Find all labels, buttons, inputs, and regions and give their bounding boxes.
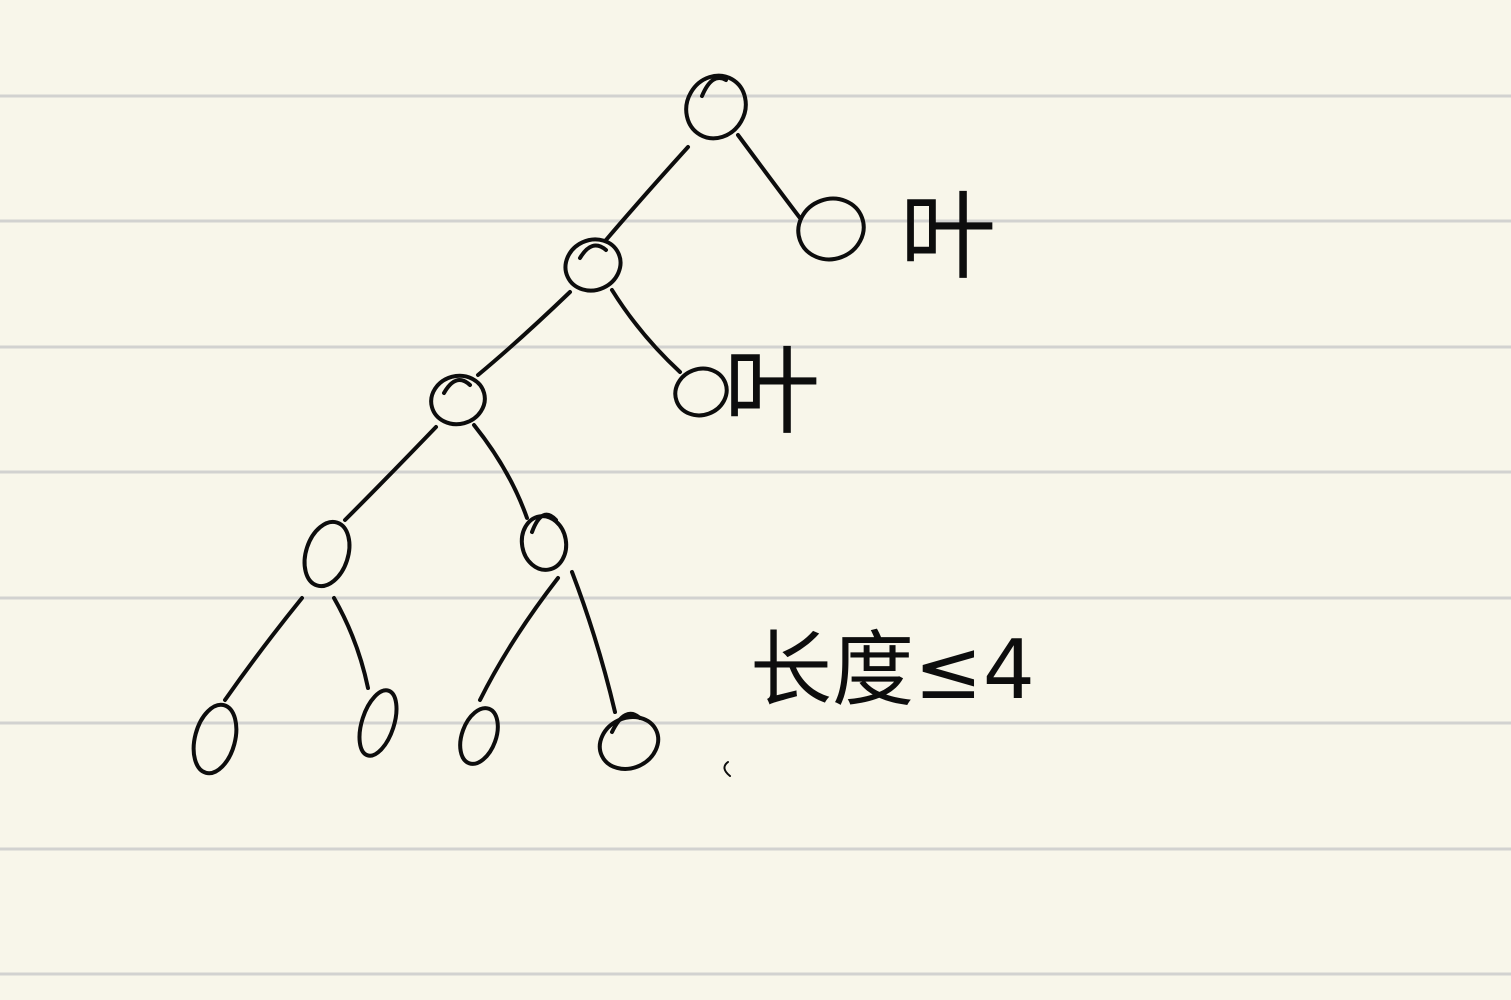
tree-edges <box>223 133 802 714</box>
tree-node-leaf <box>357 688 399 758</box>
edge-root-r <box>736 133 802 220</box>
tree-node-leaf <box>673 366 729 418</box>
edge-b-c <box>343 425 438 522</box>
node-stroke-tail <box>610 711 642 734</box>
edge-root-a <box>604 145 690 242</box>
leaf-label-middle: 叶 <box>724 336 820 448</box>
edge-d-d1 <box>478 576 560 702</box>
edge-d-d2 <box>570 570 617 714</box>
stray-pen-mark <box>723 761 731 777</box>
tree-nodes <box>191 73 866 776</box>
edge-a-ar <box>610 288 682 374</box>
depth-constraint-note: 长度≤4 <box>750 623 1035 718</box>
edge-b-d <box>472 423 529 520</box>
edge-c-c1 <box>223 596 304 702</box>
node-stroke-tail <box>442 378 472 395</box>
tree-node-internal <box>429 373 487 427</box>
tree-node-internal <box>519 514 569 572</box>
tree-node-leaf <box>796 196 866 262</box>
tree-node-leaf <box>597 715 661 771</box>
tree-node-leaf <box>191 702 239 776</box>
node-stroke-tail <box>530 512 558 534</box>
edge-c-c2 <box>332 596 370 690</box>
notebook-rule-lines <box>0 94 1511 976</box>
tree-node-internal <box>302 519 352 589</box>
node-stroke-tail <box>700 76 728 98</box>
tree-node-root <box>684 73 748 141</box>
tree-node-leaf <box>458 706 500 766</box>
edge-a-b <box>476 290 572 377</box>
tree-node-internal <box>563 237 623 293</box>
leaf-label-top: 叶 <box>900 181 996 293</box>
node-stroke-tail <box>578 243 608 260</box>
